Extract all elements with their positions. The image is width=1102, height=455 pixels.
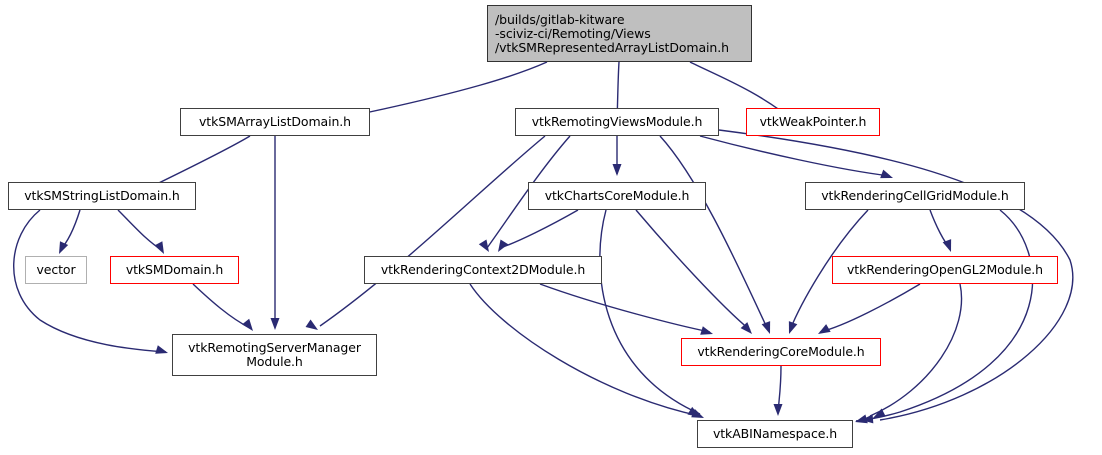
graph-edge bbox=[599, 209, 701, 415]
graph-arrowhead bbox=[861, 414, 874, 424]
graph-edge bbox=[819, 283, 921, 333]
graph-arrowhead bbox=[873, 408, 886, 418]
graph-edge bbox=[635, 209, 751, 331]
graph-node-vector[interactable]: vector bbox=[25, 256, 87, 284]
graph-node-abinamespace[interactable]: vtkABINamespace.h bbox=[697, 420, 853, 448]
graph-arrowhead bbox=[700, 326, 713, 335]
graph-edge bbox=[855, 209, 1034, 422]
graph-edge bbox=[117, 209, 163, 251]
graph-edge bbox=[192, 283, 251, 329]
graph-arrowhead bbox=[242, 318, 253, 331]
graph-node-chartscore[interactable]: vtkChartsCoreModule.h bbox=[528, 182, 706, 210]
graph-node-weakpointer[interactable]: vtkWeakPointer.h bbox=[746, 108, 880, 136]
graph-arrowhead bbox=[270, 318, 280, 330]
graph-arrowhead bbox=[740, 322, 752, 334]
graph-arrowhead bbox=[155, 345, 168, 354]
graph-edge bbox=[659, 135, 769, 331]
graph-node-opengl2[interactable]: vtkRenderingOpenGL2Module.h bbox=[832, 256, 1058, 284]
graph-arrowhead bbox=[154, 241, 164, 254]
graph-node-renderingcore[interactable]: vtkRenderingCoreModule.h bbox=[681, 338, 881, 366]
graph-arrowhead bbox=[818, 324, 831, 334]
graph-edge bbox=[869, 283, 963, 417]
graph-node-arraylist[interactable]: vtkSMArrayListDomain.h bbox=[180, 108, 370, 136]
graph-arrowhead bbox=[855, 414, 868, 424]
graph-edge bbox=[486, 135, 571, 249]
graph-edge bbox=[13, 209, 167, 353]
graph-edge bbox=[499, 209, 579, 249]
graph-arrowhead bbox=[761, 321, 771, 334]
graph-node-servermanager[interactable]: vtkRemotingServerManager Module.h bbox=[172, 334, 377, 376]
graph-arrowhead bbox=[498, 239, 509, 252]
graph-arrowhead bbox=[942, 239, 952, 252]
graph-arrowhead bbox=[478, 239, 489, 252]
graph-node-context2d[interactable]: vtkRenderingContext2DModule.h bbox=[364, 256, 602, 284]
graph-node-root[interactable]: /builds/gitlab-kitware -sciviz-ci/Remoti… bbox=[487, 5, 752, 62]
graph-edge bbox=[469, 283, 701, 417]
graph-edge bbox=[321, 61, 548, 123]
graph-arrowhead bbox=[691, 409, 704, 418]
graph-arrowhead bbox=[59, 241, 69, 254]
graph-edge bbox=[319, 135, 546, 327]
graph-arrowhead bbox=[305, 319, 318, 330]
graph-arrowhead bbox=[880, 169, 893, 179]
graph-edge bbox=[539, 283, 711, 333]
graph-arrowhead bbox=[788, 321, 798, 334]
graph-edge bbox=[718, 129, 1074, 421]
graph-arrowhead bbox=[612, 164, 622, 176]
graph-node-cellgrid[interactable]: vtkRenderingCellGridModule.h bbox=[805, 182, 1025, 210]
graph-node-remotingviews[interactable]: vtkRemotingViewsModule.h bbox=[515, 108, 719, 136]
graph-node-stringlist[interactable]: vtkSMStringListDomain.h bbox=[8, 182, 196, 210]
graph-node-smdomain[interactable]: vtkSMDomain.h bbox=[110, 256, 239, 284]
edges-group bbox=[13, 61, 1074, 422]
graph-edge bbox=[699, 135, 891, 177]
graph-arrowhead bbox=[773, 404, 783, 416]
graph-edge bbox=[789, 209, 869, 331]
